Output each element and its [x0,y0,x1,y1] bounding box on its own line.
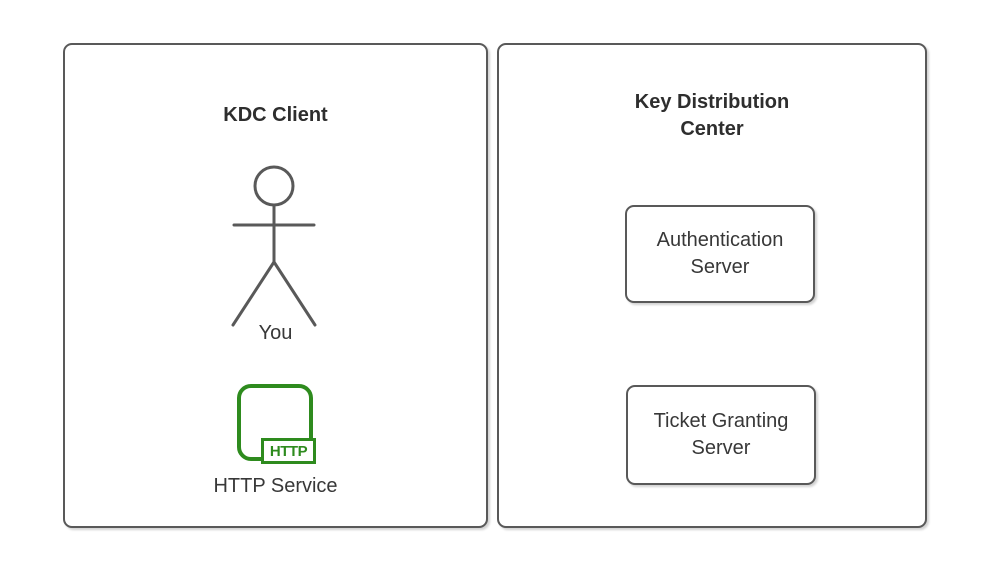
http-badge: HTTP [261,438,316,464]
actor-label: You [258,322,293,344]
key-distribution-center-title-text: Key Distribution Center [634,91,790,140]
stick-figure-icon [231,165,317,327]
authentication-server-label: Authentication Server [656,229,784,278]
ticket-granting-server-node: Ticket Granting Server [626,385,816,485]
http-service-label: HTTP Service [213,475,338,497]
authentication-server-node: Authentication Server [625,205,815,303]
ticket-granting-server-label: Ticket Granting Server [653,410,789,459]
kdc-client-title-text: KDC Client [223,104,328,126]
key-distribution-center-title: Key Distribution Center [499,89,925,143]
kdc-client-panel: KDC Client You HTTP HTTP Service [63,43,488,528]
kdc-client-title: KDC Client [65,102,486,129]
key-distribution-center-panel: Key Distribution Center Authentication S… [497,43,927,528]
